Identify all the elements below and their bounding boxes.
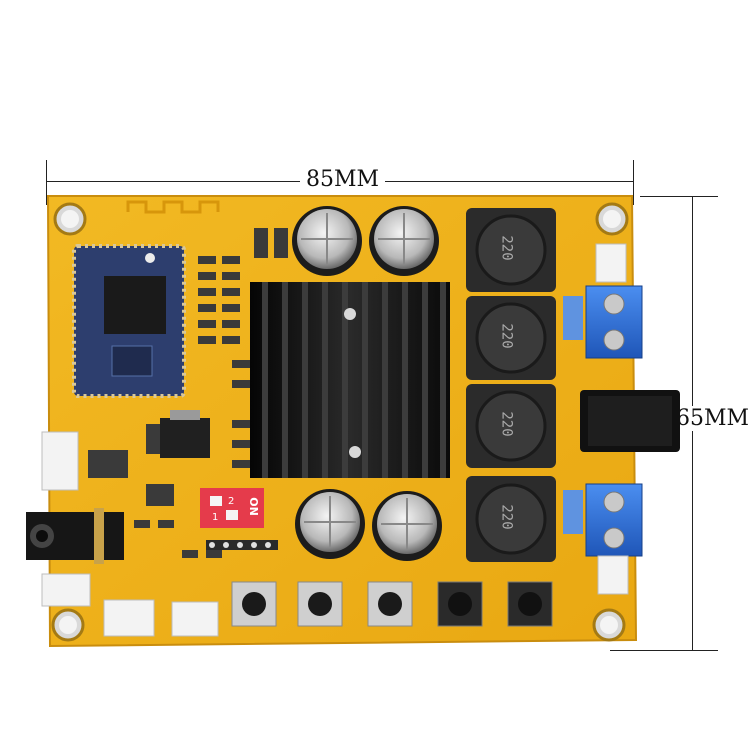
header-pins [206, 540, 278, 550]
width-dimension-right-tick [633, 160, 634, 205]
height-dimension-bottom-tick [610, 650, 718, 651]
dip-switch [200, 488, 264, 528]
height-dimension-label: 65MM [674, 406, 750, 431]
inductor-marking-4: 220 [498, 504, 515, 530]
dip-switch-number-1: 1 [212, 512, 219, 523]
mounting-holes [51, 202, 629, 642]
width-dimension-left-tick [46, 160, 47, 205]
push-buttons [231, 581, 553, 627]
inductor-marking-3: 220 [498, 411, 515, 437]
dc-jack [580, 390, 680, 452]
voltage-regulator [160, 410, 210, 458]
height-dimension-top-tick [640, 196, 718, 197]
dip-switch-on-label: ON [246, 497, 260, 516]
width-dimension-label: 85MM [300, 167, 386, 192]
inductor-marking-2: 220 [498, 323, 515, 349]
screw-terminals [563, 285, 643, 557]
audio-jack [26, 508, 124, 564]
jst-connectors [41, 243, 629, 637]
inductors [466, 208, 556, 562]
heatsink [250, 282, 450, 478]
capacitors [292, 206, 442, 561]
dip-switch-number-2: 2 [228, 496, 235, 507]
inductor-marking-1: 220 [498, 235, 515, 261]
bluetooth-module [72, 244, 186, 398]
